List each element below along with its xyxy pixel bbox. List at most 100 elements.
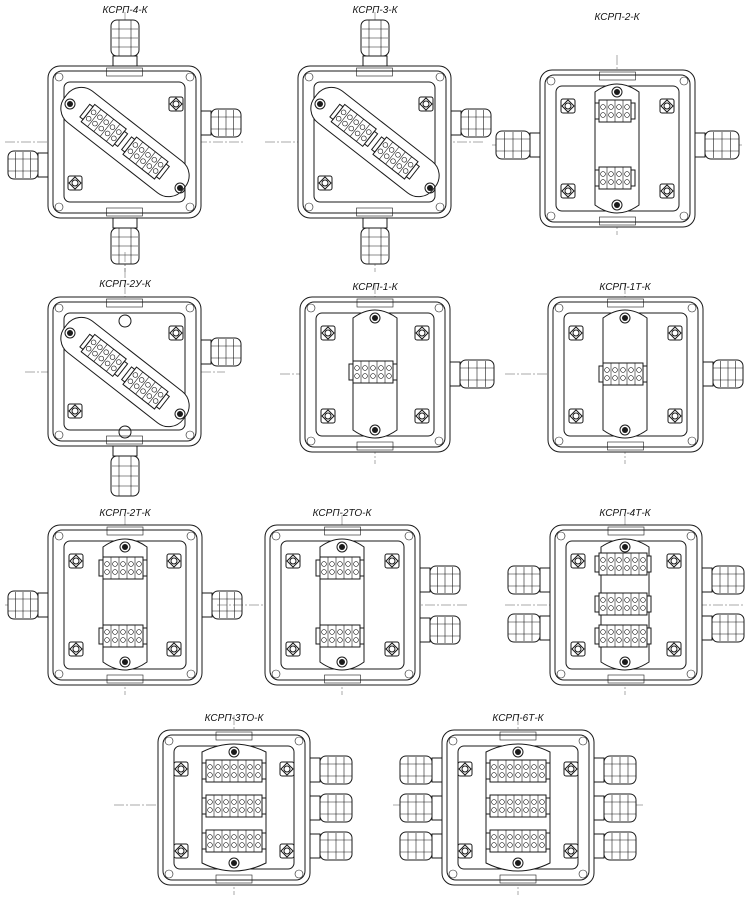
mounting-hole	[563, 761, 579, 777]
mounting-hole	[166, 641, 182, 657]
figure-ksrp-4-k	[5, 12, 245, 272]
terminal-block	[348, 360, 398, 384]
cover-screw	[448, 869, 458, 879]
din-rail-plate	[60, 316, 190, 428]
cover-screw	[434, 303, 444, 313]
cable-gland	[309, 793, 353, 823]
cover-screw	[554, 303, 564, 313]
cover-screw	[686, 531, 696, 541]
cable-gland	[593, 755, 637, 785]
figure-label: КСРП-2-К	[594, 12, 640, 23]
cable-gland	[360, 19, 390, 67]
mounting-hole	[67, 403, 83, 419]
screw	[118, 314, 132, 328]
mounting-hole	[570, 553, 586, 569]
terminal-block	[594, 552, 652, 576]
terminal-block	[98, 624, 148, 648]
cover-screw	[54, 430, 64, 440]
cover-screw	[185, 202, 195, 212]
cover-screw	[54, 303, 64, 313]
screw	[174, 408, 186, 420]
screw	[611, 199, 623, 211]
screw	[64, 327, 76, 339]
cover-screw	[448, 736, 458, 746]
screw	[512, 857, 524, 869]
mounting-hole	[560, 98, 576, 114]
cover-screw	[164, 736, 174, 746]
mounting-hole	[659, 183, 675, 199]
mounting-hole	[666, 641, 682, 657]
cover-screw	[434, 436, 444, 446]
cable-gland	[110, 217, 140, 265]
mounting-hole	[68, 553, 84, 569]
terminal-block	[598, 362, 648, 386]
cover-screw	[54, 669, 64, 679]
screw	[314, 98, 326, 110]
screw	[369, 312, 381, 324]
terminal-block	[201, 794, 267, 818]
cover-screw	[54, 72, 64, 82]
cover-screw	[546, 76, 556, 86]
figure-label: КСРП-1-К	[352, 282, 398, 293]
mounting-hole	[384, 553, 400, 569]
screw	[228, 746, 240, 758]
screw	[424, 182, 436, 194]
terminal-block	[79, 103, 129, 148]
cover-screw	[304, 72, 314, 82]
cable-gland	[419, 565, 461, 595]
figure-label: КСРП-2ТО-К	[313, 508, 373, 519]
mounting-hole	[667, 325, 683, 341]
mounting-hole	[568, 408, 584, 424]
cover-screw	[687, 303, 697, 313]
terminal-block	[485, 829, 551, 853]
cable-gland	[694, 130, 740, 160]
terminal-block	[98, 556, 148, 580]
cable-gland	[200, 337, 242, 367]
mounting-hole	[457, 761, 473, 777]
cable-gland	[309, 831, 353, 861]
cover-screw	[306, 303, 316, 313]
cable-gland	[399, 831, 443, 861]
figure-ksrp-6t-k	[393, 715, 643, 895]
mounting-hole	[173, 843, 189, 859]
figure-ksrp-2u-k	[25, 252, 242, 497]
figure-ksrp-2to-k	[217, 515, 467, 695]
cover-screw	[435, 72, 445, 82]
figure-label: КСРП-1Т-К	[599, 282, 651, 293]
din-rail-plate	[310, 86, 440, 198]
mounting-hole	[320, 408, 336, 424]
mounting-hole	[285, 553, 301, 569]
screw	[174, 182, 186, 194]
figure-ksrp-3-k	[265, 12, 492, 272]
cable-gland	[507, 613, 551, 643]
figure-label: КСРП-3ТО-К	[205, 713, 265, 724]
cover-screw	[687, 436, 697, 446]
terminal-block	[315, 556, 365, 580]
cable-gland	[309, 755, 353, 785]
mounting-hole	[67, 175, 83, 191]
mounting-hole	[666, 553, 682, 569]
screw	[619, 656, 631, 668]
cable-gland	[507, 565, 551, 595]
cover-screw	[404, 669, 414, 679]
cover-screw	[164, 869, 174, 879]
terminal-block	[485, 759, 551, 783]
cover-screw	[271, 531, 281, 541]
cable-gland	[450, 108, 492, 138]
screw	[619, 541, 631, 553]
cover-screw	[679, 211, 689, 221]
cable-gland	[360, 217, 390, 265]
cable-gland	[200, 108, 242, 138]
terminal-block	[594, 624, 652, 648]
mounting-hole	[418, 96, 434, 112]
screw	[619, 424, 631, 436]
cover-screw	[404, 531, 414, 541]
cover-screw	[578, 869, 588, 879]
cover-screw	[435, 202, 445, 212]
cable-gland	[399, 793, 443, 823]
din-rail-plate	[60, 86, 190, 198]
figure-label: КСРП-2У-К	[99, 279, 152, 290]
cable-gland	[495, 130, 541, 160]
mounting-hole	[173, 761, 189, 777]
